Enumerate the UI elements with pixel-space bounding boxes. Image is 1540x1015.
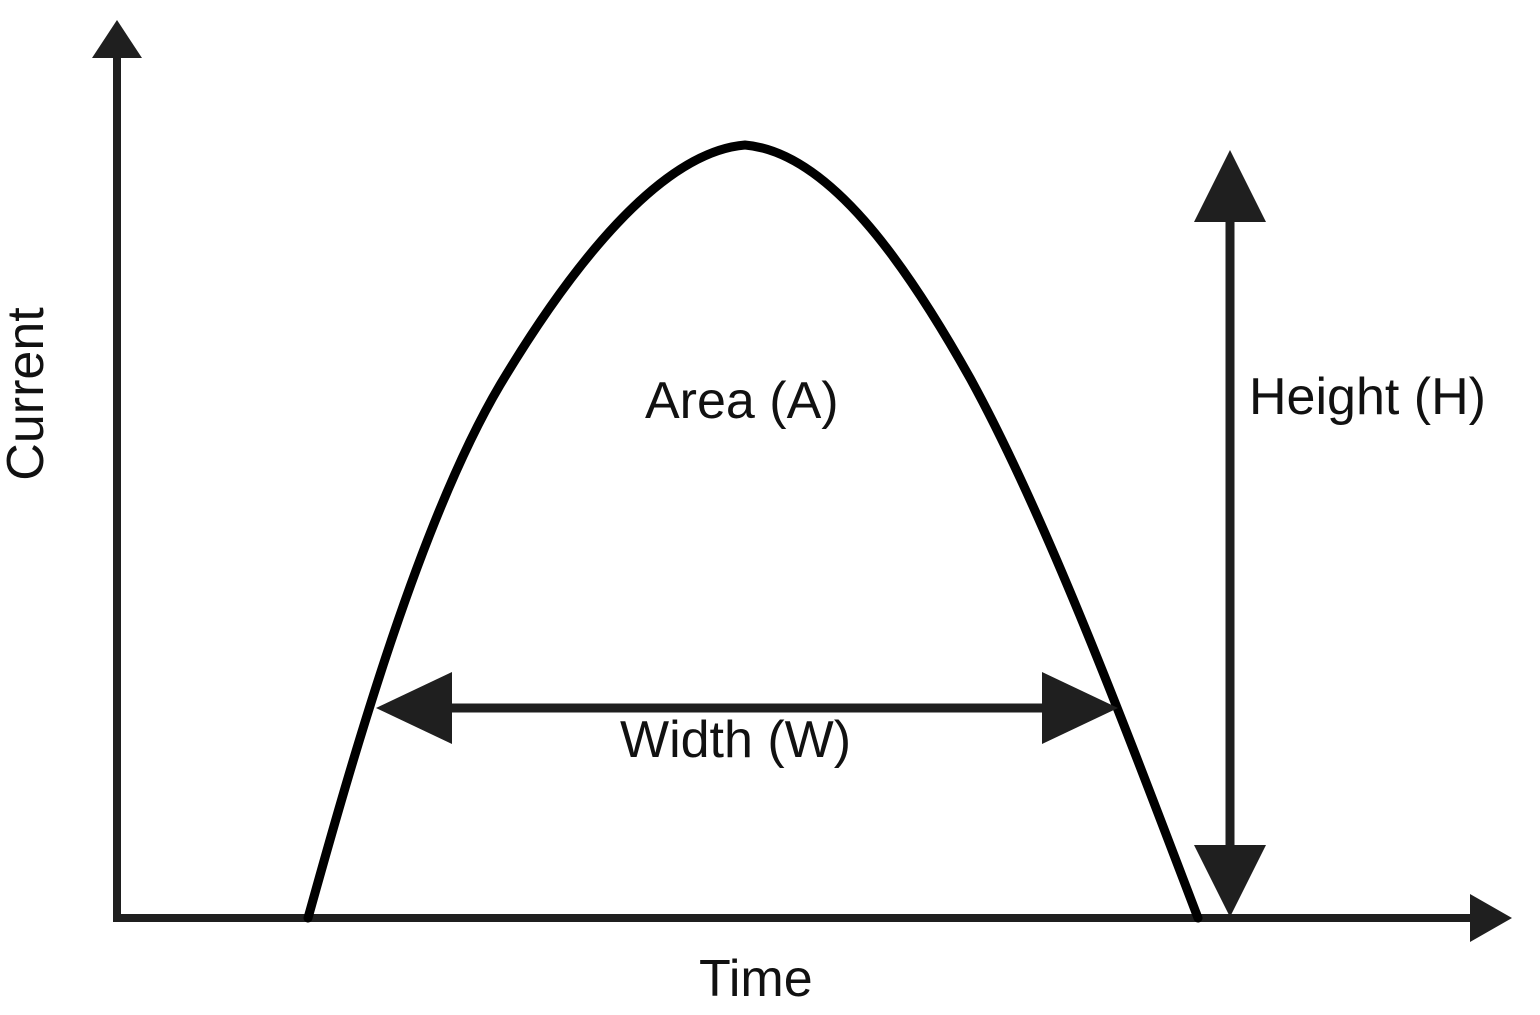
width-arrow-right-head xyxy=(1042,672,1118,744)
area-annotation-label: Area (A) xyxy=(645,372,839,430)
y-axis xyxy=(92,20,142,918)
x-axis xyxy=(113,894,1512,942)
width-annotation-label: Width (W) xyxy=(620,711,852,769)
height-annotation-label: Height (H) xyxy=(1249,368,1486,426)
width-arrow-icon xyxy=(376,672,1118,744)
current-pulse-curve xyxy=(303,140,1203,923)
height-arrow-top-head xyxy=(1194,150,1266,222)
y-axis-label: Current xyxy=(0,307,55,481)
height-arrow-icon xyxy=(1194,150,1266,917)
x-axis-arrow-icon xyxy=(1470,894,1512,942)
x-axis-label: Time xyxy=(699,950,813,1008)
height-arrow-bottom-head xyxy=(1194,845,1266,917)
width-arrow-left-head xyxy=(376,672,452,744)
y-axis-arrow-icon xyxy=(92,20,142,58)
